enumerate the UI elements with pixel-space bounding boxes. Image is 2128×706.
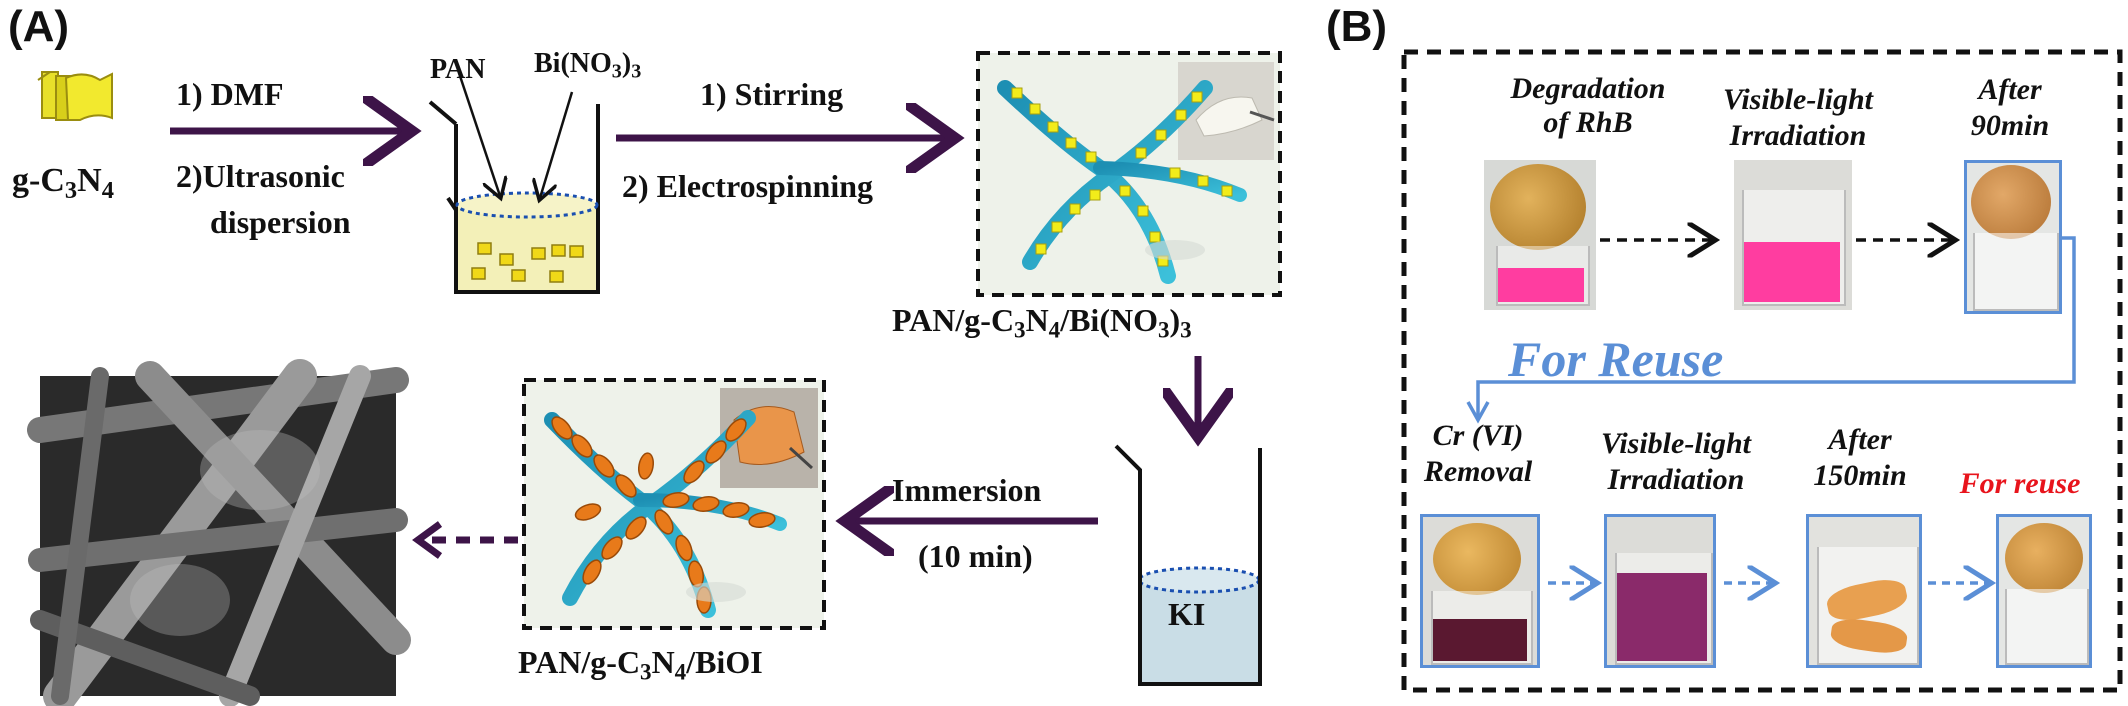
panel-b-frame (1401, 49, 2123, 693)
photo-beaker-cr-start (1420, 514, 1540, 668)
pan-label: PAN (430, 54, 486, 85)
beaker-pan-bino3 (428, 69, 600, 294)
product2-label: PAN/g-C3N4/BiOI (518, 644, 763, 685)
caption-cr-removal: Cr (VI)Removal (1423, 419, 1533, 488)
gcn-label: g-C3N4 (12, 162, 114, 204)
panel-b-label: (B) (1326, 2, 1388, 51)
beaker-ki (1114, 444, 1262, 686)
photo-beaker-after-150 (1806, 514, 1922, 668)
photo-beaker-after-90 (1964, 160, 2062, 314)
step1-ultrasonic: 2)Ultrasonic (176, 158, 345, 194)
step1-dmf: 1) DMF (176, 76, 284, 112)
step1-dispersion: dispersion (210, 204, 351, 240)
step2-electrospinning: 2) Electrospinning (622, 168, 873, 204)
photo-beaker-rhb-irradiation (1734, 160, 1852, 310)
ki-label: KI (1168, 596, 1206, 632)
bino3-label: Bi(NO3)3 (534, 48, 642, 83)
arrow-to-sem-head (412, 521, 443, 559)
for-reuse-big: For Reuse (1508, 331, 1724, 387)
photo-beaker-cr-irradiation (1604, 514, 1716, 668)
immersion-time: (10 min) (918, 538, 1033, 574)
reuse-connector (1476, 236, 2076, 418)
photo-beaker-reuse (1996, 514, 2092, 668)
immersion-label: Immersion (892, 472, 1042, 508)
fiber-x-1 (997, 80, 1247, 284)
gcn-sheet-icon (37, 71, 113, 121)
sem-image (27, 359, 411, 706)
step2-stirring: 1) Stirring (700, 76, 844, 112)
product1-label: PAN/g-C3N4/Bi(NO3)3 (892, 302, 1192, 343)
panel-a-label: (A) (8, 2, 70, 51)
photo-beaker-rhb-start (1484, 160, 1596, 310)
caption-for-reuse-red: For reuse (1959, 467, 2081, 500)
fiber-x-2 (544, 410, 787, 618)
